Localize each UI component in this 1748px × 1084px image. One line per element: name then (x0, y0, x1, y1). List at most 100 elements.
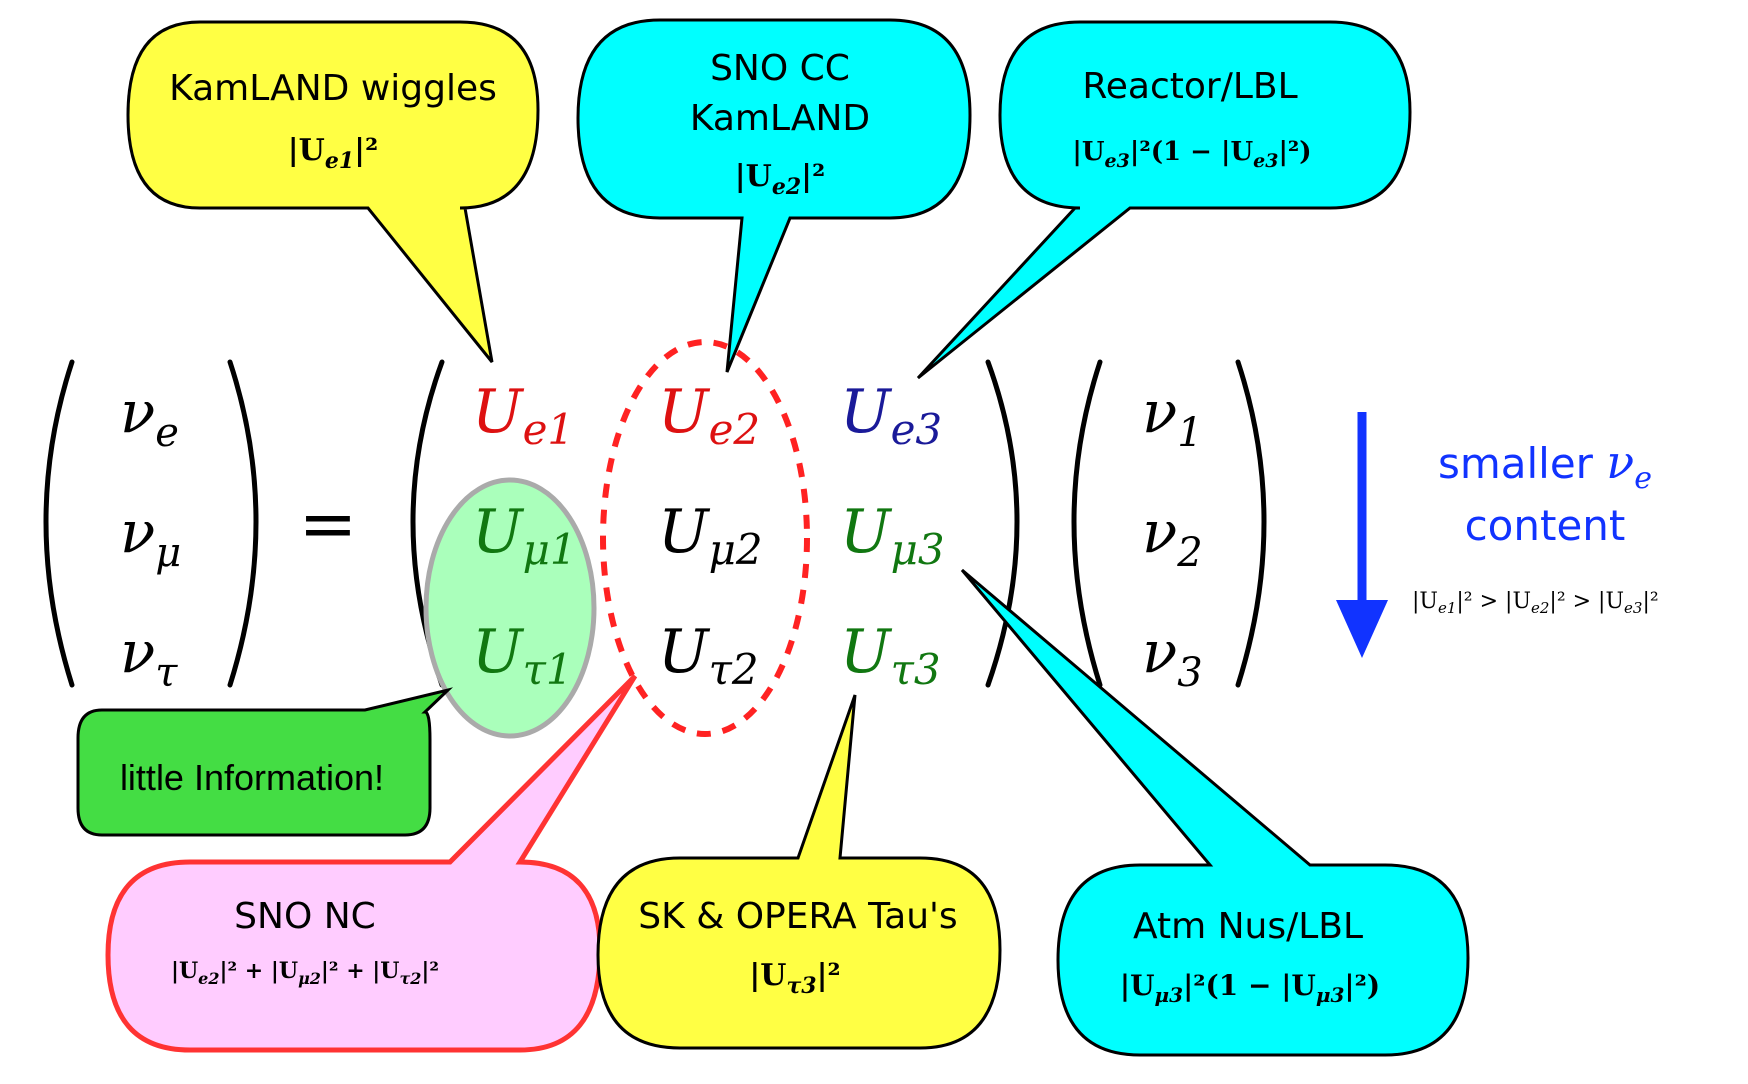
symbol: U (658, 377, 711, 447)
matrix-element-utau3: Uτ3 (840, 617, 941, 694)
formula-part: |U (1072, 137, 1104, 167)
symbol: ν (120, 498, 155, 566)
nu-e: νe (120, 378, 179, 456)
callout-sk-opera-formula: |Uτ3|² (749, 958, 840, 999)
symbol: U (658, 617, 711, 687)
callout-atm-nus-bubble (960, 568, 1470, 1057)
highlight-dashed-ellipse-column2 (600, 339, 810, 737)
nu-mu: νμ (120, 498, 181, 576)
subscript: e1 (523, 405, 575, 454)
formula-sub: e2 (198, 969, 219, 988)
subscript: τ3 (891, 645, 941, 694)
nu-tau: ντ (120, 618, 178, 696)
formula-part: |² (421, 958, 439, 984)
callout-atm-nus-title: Atm Nus/LBL (1133, 906, 1363, 947)
callout-sk-opera-bubble (596, 694, 1002, 1050)
callout-atm-nus: Atm Nus/LBL |Uμ3|²(1 − |Uμ3|²) (960, 568, 1470, 1057)
subscript: τ2 (709, 645, 759, 694)
symbol: ν (1142, 498, 1177, 566)
parentheses (43, 359, 1267, 688)
callout-sno-cc-bubble (576, 18, 972, 373)
subscript: 1 (1177, 410, 1202, 456)
formula-part: |²) (1344, 969, 1380, 1002)
callout-reactor-lbl-bubble (916, 20, 1412, 380)
mixing-matrix: Ue1 Ue2 Ue3 Uμ1 Uμ2 Uμ3 Uτ1 Uτ2 Uτ3 (472, 377, 945, 694)
formula-part: |² (817, 958, 841, 993)
callout-sno-cc-title-line1: SNO CC (710, 48, 850, 89)
paren-flavor-right (227, 359, 259, 688)
formula-sub: μ2 (298, 969, 321, 988)
subscript: e (1634, 461, 1652, 496)
callout-sno-nc-bubble (105, 674, 638, 1053)
text-part: smaller (1438, 439, 1606, 488)
side-note-line1: smaller νe (1438, 435, 1652, 496)
side-note-inequality: |Ue1|² > |Ue2|² > |Ue3|² (1412, 589, 1659, 617)
symbol: U (840, 377, 893, 447)
formula-part: |² (801, 159, 825, 194)
formula-sub: τ2 (400, 969, 422, 988)
down-arrow-icon (1336, 412, 1388, 658)
nu-3: ν3 (1142, 618, 1203, 696)
subscript: 3 (1177, 650, 1202, 696)
subscript: 2 (1176, 530, 1202, 576)
callout-kamland-wiggles-bubble (126, 20, 540, 363)
equals-sign: = (299, 483, 358, 565)
formula-part: |² > |U (1549, 589, 1624, 614)
symbol: ν (1142, 378, 1177, 446)
formula-sub: μ3 (1155, 983, 1184, 1007)
mass-vector: ν1 ν2 ν3 (1142, 378, 1203, 696)
formula-part: |U (288, 133, 325, 168)
symbol: ν (120, 618, 155, 686)
formula-part: |² + |U (219, 958, 298, 984)
callout-little-information-text: little Information! (120, 757, 384, 798)
symbol: U (840, 617, 893, 687)
symbol: ν (120, 378, 155, 446)
formula-sub: e1 (1438, 599, 1456, 617)
paren-matrix-right (985, 359, 1020, 688)
callout-kamland-wiggles-title: KamLAND wiggles (169, 68, 497, 109)
subscript: μ (155, 530, 181, 576)
subscript: e (155, 410, 179, 456)
formula-sub: e3 (1624, 599, 1642, 617)
formula-part: |²) (1278, 137, 1311, 167)
formula-sub: e2 (772, 174, 801, 200)
callout-sno-cc-formula: |Ue2|² (735, 159, 825, 200)
formula-sub: e1 (325, 148, 354, 174)
callout-sno-nc-title: SNO NC (234, 896, 376, 937)
formula-part: |² (354, 133, 378, 168)
symbol: U (840, 497, 893, 567)
formula-sub: μ3 (1316, 983, 1345, 1007)
paren-flavor-left (43, 359, 75, 688)
matrix-element-umu2: Uμ2 (658, 497, 763, 574)
formula-part: |U (171, 958, 198, 984)
paren-mass-left (1071, 359, 1103, 688)
callout-reactor-lbl: Reactor/LBL |Ue3|²(1 − |Ue3|²) (916, 20, 1412, 380)
callout-reactor-lbl-formula: |Ue3|²(1 − |Ue3|²) (1072, 137, 1311, 172)
matrix-element-umu3: Uμ3 (840, 497, 945, 574)
formula-sub: e3 (1253, 150, 1278, 172)
formula-part: |² (1642, 589, 1658, 614)
symbol: U (472, 617, 525, 687)
subscript: μ2 (709, 525, 763, 574)
paren-mass-right (1235, 359, 1267, 688)
matrix-element-utau1: Uτ1 (472, 617, 573, 694)
side-note-line2: content (1465, 501, 1626, 550)
formula-part: |² + |U (321, 958, 400, 984)
callout-little-information: little Information! (76, 687, 454, 837)
callout-sk-opera: SK & OPERA Tau's |Uτ3|² (596, 694, 1002, 1050)
symbol: ν (1606, 435, 1634, 489)
flavor-vector: νe νμ ντ (120, 378, 181, 696)
formula-sub: e3 (1105, 150, 1130, 172)
subscript: τ (155, 650, 178, 696)
highlight-ellipse-column1 (423, 477, 597, 739)
callout-atm-nus-formula: |Uμ3|²(1 − |Uμ3|²) (1120, 969, 1380, 1007)
formula-part: |U (1120, 969, 1155, 1002)
matrix-element-utau2: Uτ2 (658, 617, 759, 694)
callout-sno-cc-title-line2: KamLAND (690, 98, 870, 139)
callout-sno-nc-formula: |Ue2|² + |Uμ2|² + |Uτ2|² (171, 958, 439, 988)
callout-kamland-wiggles: KamLAND wiggles |Ue1|² (126, 20, 540, 363)
matrix-element-ue1: Ue1 (472, 377, 574, 454)
symbol: U (472, 377, 525, 447)
